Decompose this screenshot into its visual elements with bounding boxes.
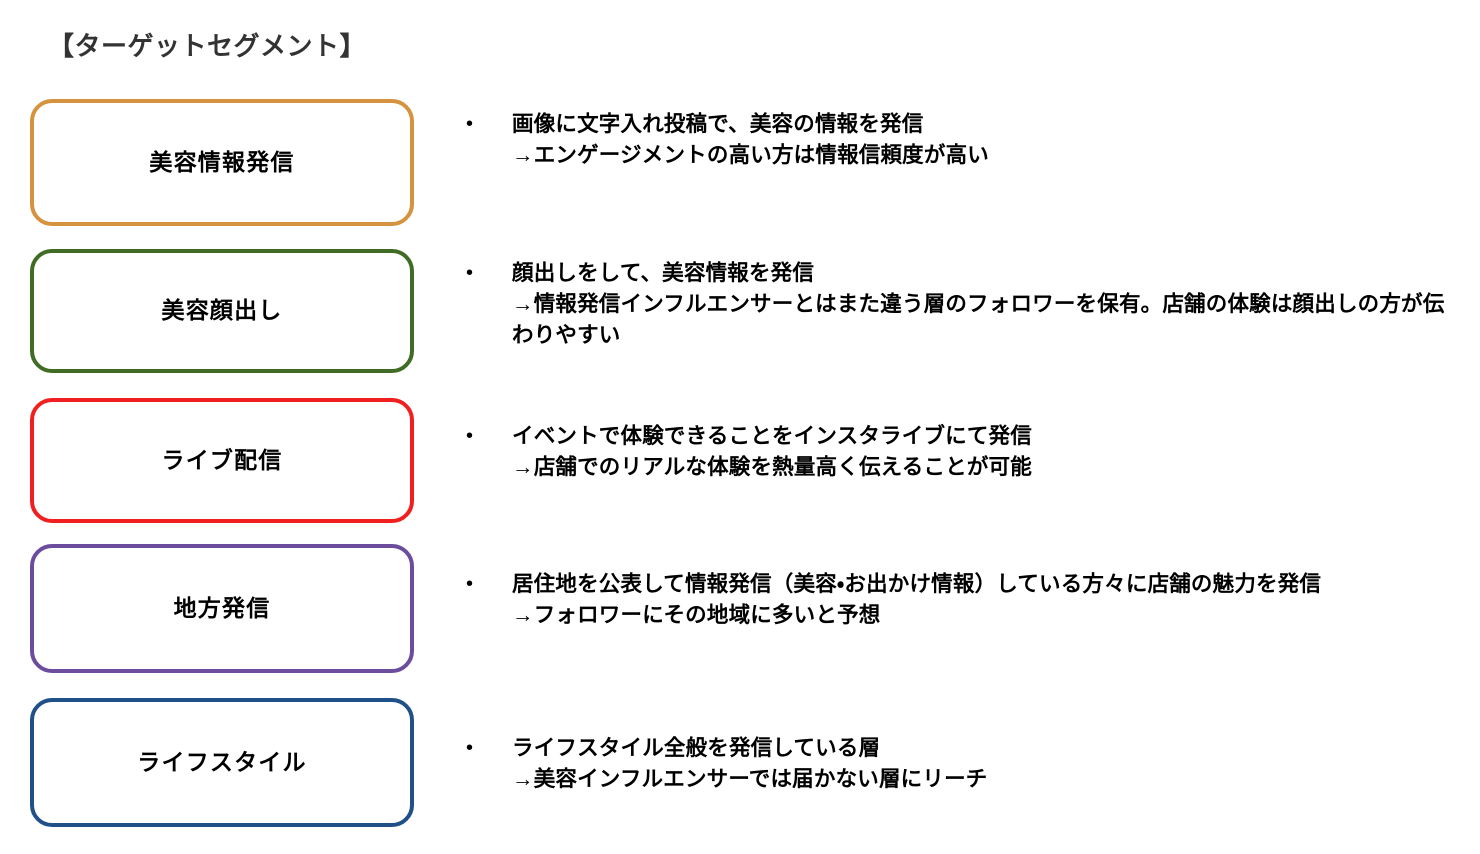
segment-box-local-info[interactable]: 地方発信 [30, 544, 414, 673]
list-item: • 顔出しをして、美容情報を発信 →情報発信インフルエンサーとはまた違う層のフォ… [460, 258, 1460, 351]
page-title: 【ターゲットセグメント】 [48, 31, 367, 61]
bullet-icon: • [466, 425, 474, 447]
list-item: • 画像に文字入れ投稿で、美容の情報を発信 →エンゲージメントの高い方は情報信頼… [460, 109, 1160, 171]
list-item: • 居住地を公表して情報発信（美容・お出かけ情報）している方々に店舗の魅力を発信… [460, 569, 1420, 631]
bullet-icon: • [466, 573, 474, 595]
segment-description: ライフスタイル全般を発信している層 →美容インフルエンサーでは届かない層にリーチ [512, 736, 988, 791]
segment-box-label: 美容顔出し [161, 297, 283, 324]
list-item: • ライフスタイル全般を発信している層 →美容インフルエンサーでは届かない層にリ… [460, 733, 1240, 795]
segment-box-list: 美容情報発信 美容顔出し ライブ配信 地方発信 ライフスタイル [30, 99, 414, 827]
bullet-icon: • [466, 262, 474, 284]
bullet-icon: • [466, 113, 474, 135]
segment-box-label: ライブ配信 [161, 446, 283, 473]
segment-box-live-streaming[interactable]: ライブ配信 [30, 398, 414, 523]
segment-box-beauty-info[interactable]: 美容情報発信 [30, 99, 414, 226]
bullet-icon: • [466, 737, 474, 759]
segment-box-label: ライフスタイル [137, 748, 307, 775]
segment-box-lifestyle[interactable]: ライフスタイル [30, 698, 414, 827]
segment-description: 居住地を公表して情報発信（美容・お出かけ情報）している方々に店舗の魅力を発信 →… [512, 572, 1322, 627]
segment-box-label: 美容情報発信 [149, 148, 295, 175]
segment-box-label: 地方発信 [173, 594, 271, 621]
segment-description-list: • 画像に文字入れ投稿で、美容の情報を発信 →エンゲージメントの高い方は情報信頼… [460, 0, 1470, 854]
list-item: • イベントで体験できることをインスタライブにて発信 →店舗でのリアルな体験を熱… [460, 421, 1260, 483]
segment-description: 画像に文字入れ投稿で、美容の情報を発信 →エンゲージメントの高い方は情報信頼度が… [512, 112, 989, 167]
segment-description: 顔出しをして、美容情報を発信 →情報発信インフルエンサーとはまた違う層のフォロワ… [512, 261, 1445, 347]
segment-description: イベントで体験できることをインスタライブにて発信 →店舗でのリアルな体験を熱量高… [512, 424, 1032, 479]
segment-box-beauty-face[interactable]: 美容顔出し [30, 249, 414, 373]
